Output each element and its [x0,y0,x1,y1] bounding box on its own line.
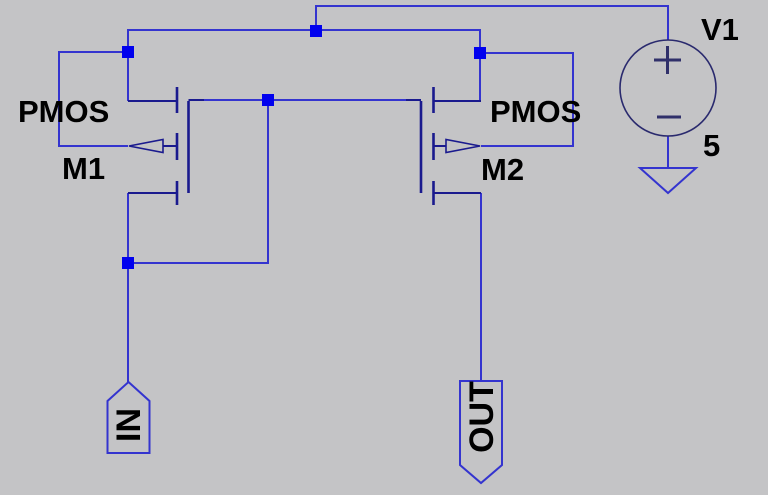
m2-designator[interactable]: M2 [481,152,525,187]
junction-dots [122,25,486,269]
junction-dot [262,94,274,106]
v1-value-label[interactable]: 5 [703,128,721,163]
port-out[interactable] [459,380,503,485]
m1-bulk-arrow-icon [128,138,164,154]
wires [58,5,669,382]
pmos-transistor-m2[interactable] [406,87,481,205]
v1-circle[interactable] [619,39,717,137]
port-out-pentagon[interactable] [459,380,503,485]
pmos-transistor-m1[interactable] [128,87,204,205]
port-in[interactable] [106,380,151,454]
ground-triangle-icon[interactable] [637,167,699,195]
m2-type-label[interactable]: PMOS [490,94,582,129]
voltage-source-v1[interactable] [619,39,717,137]
v1-designator[interactable]: V1 [701,12,739,47]
port-in-label[interactable]: IN [110,408,148,442]
m1-type-label[interactable]: PMOS [18,94,110,129]
junction-dot [310,25,322,37]
junction-dot [122,46,134,58]
wire-vdd-rail-lower[interactable] [127,29,481,101]
m2-bulk-arrow-icon [445,138,481,154]
port-out-label[interactable]: OUT [463,381,501,453]
port-in-pentagon[interactable] [106,380,151,454]
wire-gate-drain-feedback[interactable] [128,100,269,264]
junction-dot [122,257,134,269]
wire-m2-source-bulk-loop[interactable] [480,52,574,147]
ground-flag[interactable] [637,167,699,195]
junction-dot [474,47,486,59]
wire-m1-source-bulk-loop[interactable] [58,51,128,147]
plus-icon [654,46,681,74]
wire-vdd-rail-upper[interactable] [315,5,669,40]
m1-designator[interactable]: M1 [62,151,106,186]
